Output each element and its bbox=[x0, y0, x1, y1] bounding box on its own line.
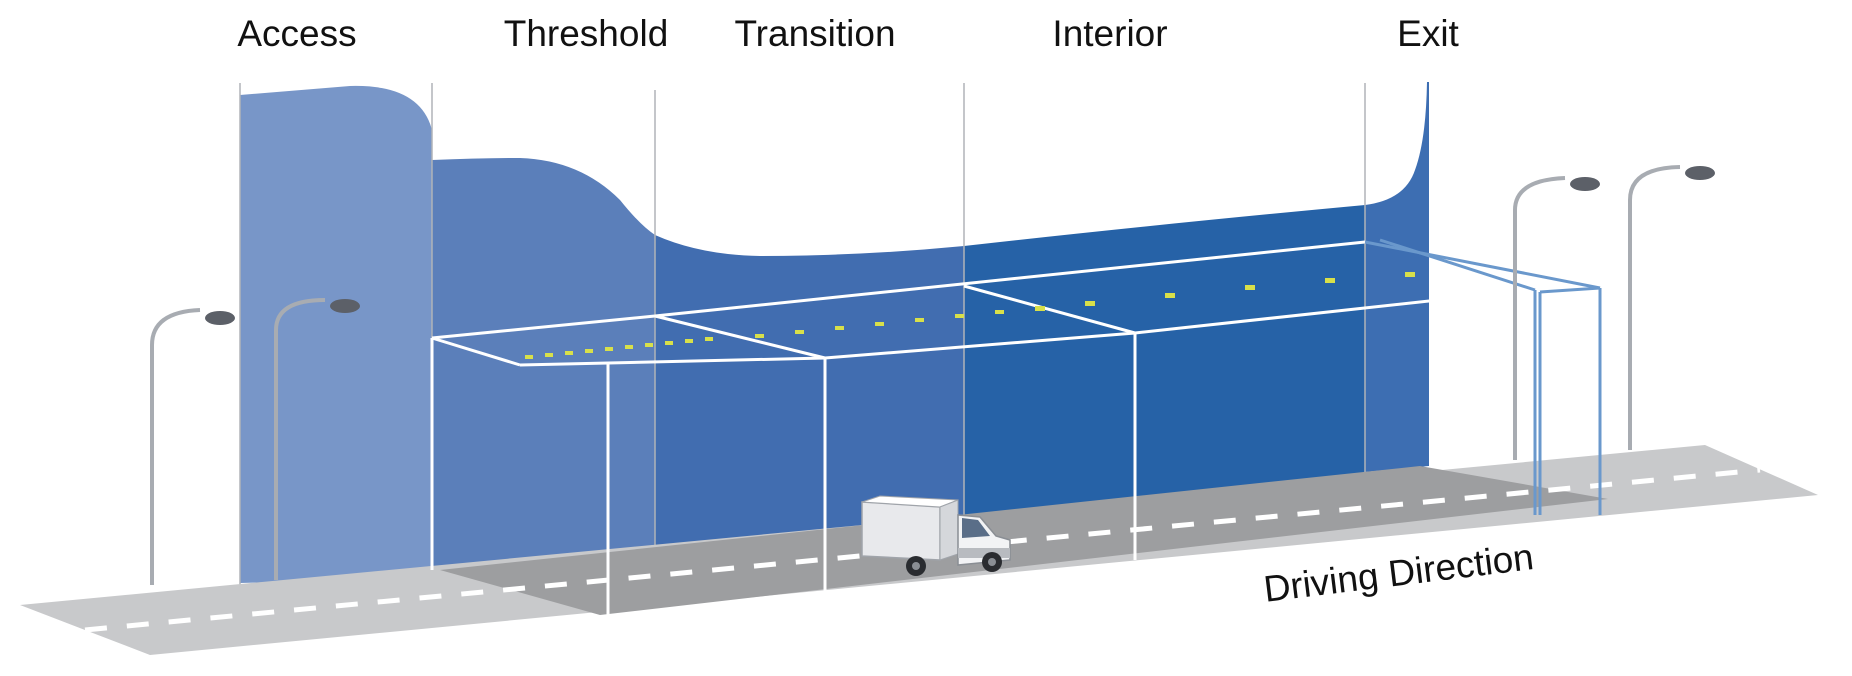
luminance-profile bbox=[240, 82, 1429, 584]
exit-zone-area bbox=[1365, 82, 1429, 472]
street-lamp-icon bbox=[1628, 165, 1715, 450]
van-icon bbox=[861, 495, 1011, 576]
transition-zone-area bbox=[655, 235, 964, 570]
interior-zone-area bbox=[964, 205, 1365, 540]
zone-label-interior: Interior bbox=[1052, 13, 1168, 54]
street-lamp-icon bbox=[274, 298, 360, 580]
zone-label-exit: Exit bbox=[1397, 13, 1459, 54]
tunnel-frame bbox=[430, 238, 1602, 615]
zone-label-threshold: Threshold bbox=[503, 13, 669, 54]
street-lamp-icon bbox=[150, 308, 235, 585]
street-lamps bbox=[150, 165, 1715, 585]
zone-label-transition: Transition bbox=[734, 13, 896, 54]
access-zone-area bbox=[240, 85, 432, 584]
tunnel-lights bbox=[525, 272, 1415, 359]
street-lamp-icon bbox=[1513, 176, 1600, 460]
zone-label-access: Access bbox=[237, 13, 357, 54]
